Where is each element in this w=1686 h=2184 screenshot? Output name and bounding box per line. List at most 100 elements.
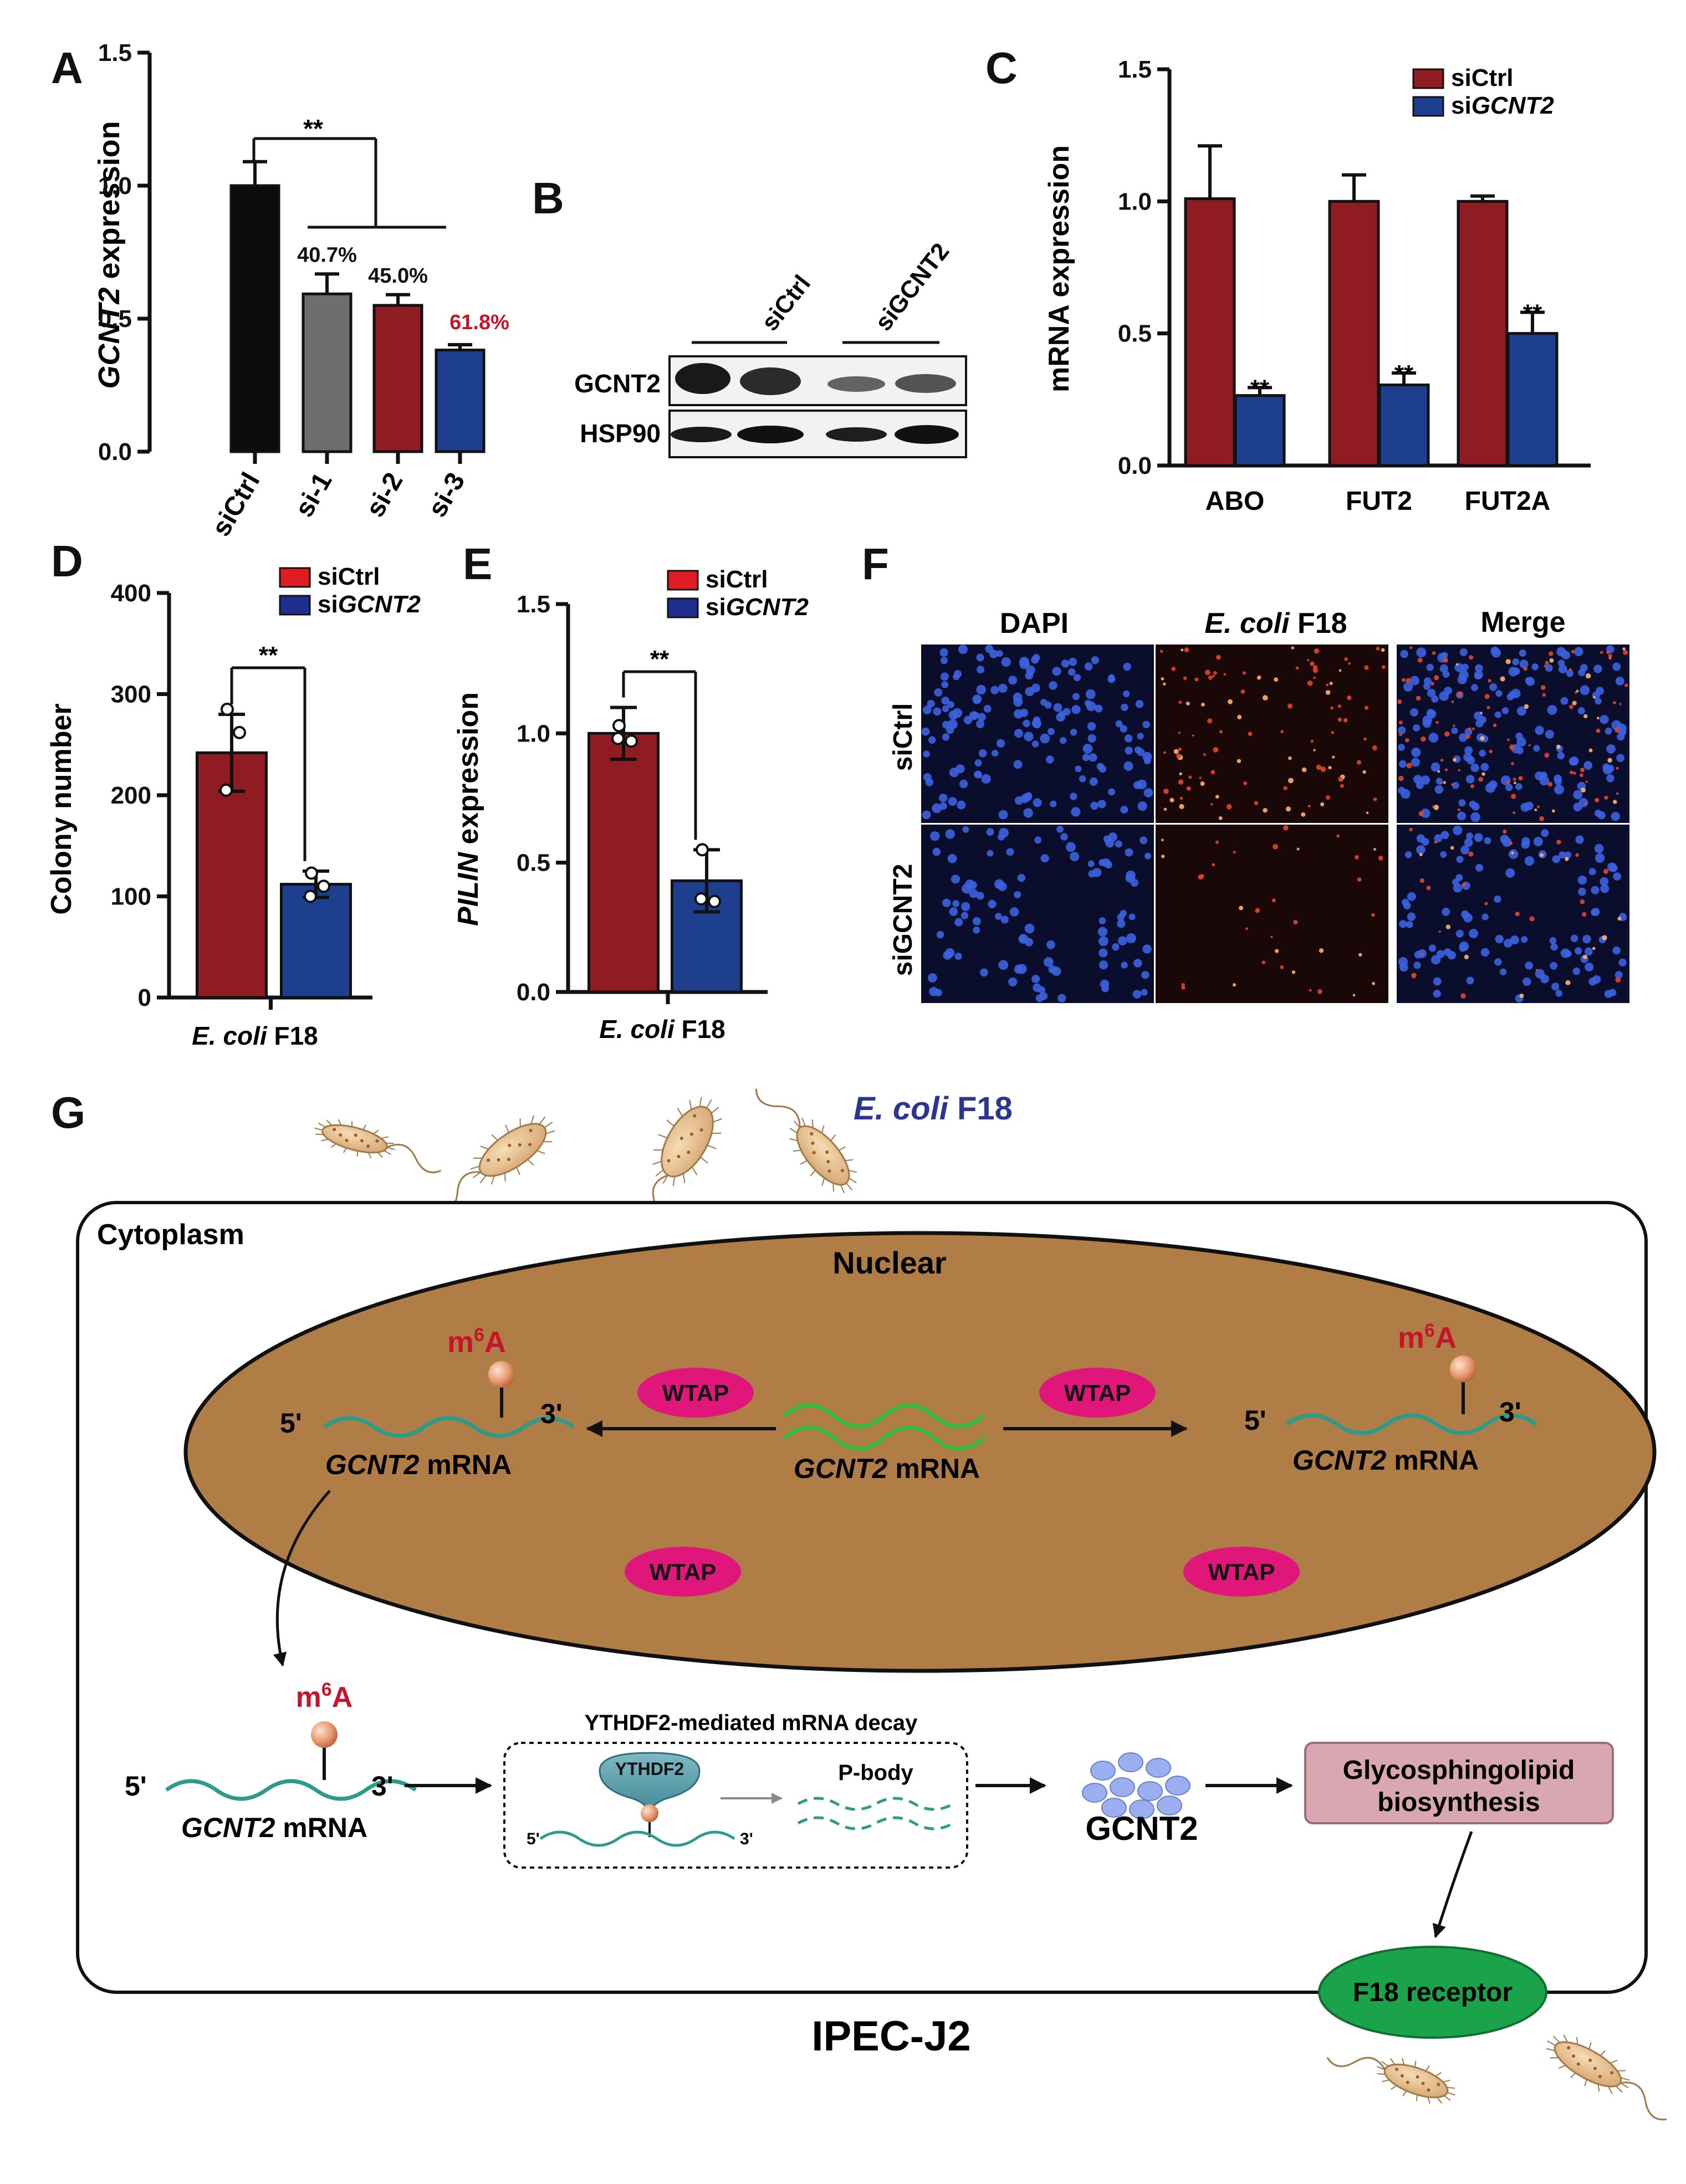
nucleus-dot	[1070, 729, 1077, 736]
y-tick-label: 0.5	[1118, 320, 1152, 347]
pilus	[381, 1136, 389, 1139]
svg-text:GCNT2 mRNA: GCNT2 mRNA	[1292, 1445, 1479, 1476]
bacteria-dot	[1313, 749, 1316, 751]
nucleus-dot	[1594, 843, 1604, 853]
bacteria-dot	[1582, 912, 1587, 917]
bacteria-dot	[1416, 695, 1421, 701]
nucleus-dot	[1612, 662, 1621, 671]
nucleus-dot	[1125, 746, 1133, 755]
blot-row-hsp90: HSP90	[580, 419, 661, 448]
bacteria-dot	[1511, 794, 1516, 799]
nucleus-dot	[1594, 809, 1602, 817]
bacteria-dot	[1301, 767, 1307, 773]
bacteria-dot	[1432, 651, 1436, 655]
bacteria-dot	[1228, 699, 1233, 704]
bacteria-dot	[1460, 993, 1466, 999]
bar	[280, 883, 352, 999]
y-tick-label: 100	[111, 883, 151, 911]
nucleus-dot	[1464, 746, 1473, 755]
bacteria-dot	[1572, 700, 1577, 705]
nucleus-dot	[1469, 929, 1478, 938]
nucleus-dot	[942, 720, 951, 729]
nucleus-dot	[1470, 763, 1479, 773]
nucleus-dot	[1013, 760, 1023, 769]
nucleus-dot	[1561, 651, 1571, 659]
nucleus-dot	[934, 989, 942, 996]
wtap-oval: WTAP	[1183, 1547, 1300, 1597]
bacteria-dot	[1237, 759, 1241, 764]
bacterium-body	[1554, 2041, 1622, 2088]
protein-dot	[1129, 1799, 1154, 1819]
chart-d-ylabel: Colony number	[45, 703, 78, 914]
bacteria-dot	[1544, 664, 1547, 667]
nucleus-dot	[1575, 835, 1584, 844]
bacteria-dot	[1275, 949, 1279, 953]
micrograph-cells	[1398, 825, 1627, 1003]
nucleus-dot	[1014, 729, 1023, 738]
nucleus-dot	[1089, 753, 1097, 762]
pilus	[1425, 2065, 1430, 2072]
bacteria-dot	[1409, 646, 1413, 649]
bacteria-dot	[1340, 778, 1343, 782]
bar	[1457, 200, 1509, 467]
nucleus-dot	[1085, 689, 1096, 699]
bacteria-dot	[1223, 673, 1227, 676]
y-tick-label: 0	[138, 984, 151, 1011]
nucleus-dot	[1423, 683, 1430, 690]
nucleus-dot	[1411, 758, 1421, 767]
pbody-label: P-body	[838, 1761, 913, 1785]
chart-d-xlabel: E. coli F18	[192, 1021, 318, 1050]
pilus	[846, 1183, 853, 1190]
bacteria-dot	[1426, 886, 1431, 891]
nucleus-dot	[954, 918, 963, 927]
x-tick-label: si-2	[360, 468, 408, 522]
nucleus-dot	[981, 774, 991, 784]
pilus	[658, 1134, 668, 1139]
bacteria-dot	[1245, 927, 1248, 930]
nucleus-dot	[974, 759, 982, 767]
nucleus-dot	[1494, 711, 1501, 718]
bacteria-dot	[1358, 953, 1362, 957]
nucleus-dot	[1521, 837, 1530, 846]
bacteria-dot	[1585, 802, 1588, 805]
nucleus-dot	[1455, 929, 1464, 938]
pilus	[1607, 2086, 1613, 2094]
bacteria-dot	[1515, 912, 1520, 917]
bacteria-dot	[1316, 764, 1322, 770]
nucleus-dot	[1120, 806, 1128, 814]
significance-stars: **	[303, 114, 323, 143]
chart-c-ylabel: mRNA expression	[1043, 145, 1075, 392]
bacteria-dot	[1437, 770, 1440, 773]
bacteria-dot	[1366, 811, 1369, 815]
f18-receptor-label: F18 receptor	[1353, 1978, 1513, 2007]
ythdf2-complex: YTHDF2 5' 3'	[527, 1752, 753, 1848]
nucleus-dot	[1056, 825, 1064, 833]
nucleus-dot	[1474, 833, 1483, 842]
bacteria-dot	[1588, 748, 1593, 753]
bacterium-spot	[826, 1160, 830, 1164]
bacteria-dot	[1255, 908, 1260, 913]
nucleus-dot	[987, 850, 994, 857]
nucleus-dot	[1143, 757, 1151, 765]
bacteria-dot	[1233, 851, 1236, 854]
nucleus-dot	[1423, 719, 1432, 728]
nucleus-dot	[972, 917, 981, 925]
nucleus-dot	[1506, 693, 1514, 700]
nucleus-dot	[973, 926, 980, 934]
nucleus-dot	[1480, 948, 1490, 957]
micrograph-cells	[1397, 645, 1628, 822]
bacteria-dot	[1326, 795, 1330, 800]
nucleus-dot	[1082, 744, 1093, 754]
y-tick-label: 1.5	[1118, 56, 1152, 83]
y-tick-label: 1.0	[98, 172, 132, 200]
nucleus-dot	[1440, 831, 1449, 840]
bacteria-dot	[1569, 668, 1572, 672]
mechanism-diagram: E. coli F18 Cytoplasm Nuclear GCNT2 mRNA…	[76, 1088, 1667, 2121]
nucleus-dot	[996, 739, 1005, 748]
bacterium-spot	[360, 1139, 364, 1143]
bacteria-dot	[1178, 700, 1182, 704]
wtap-oval: WTAP	[1039, 1368, 1156, 1418]
bacterium-body	[478, 1123, 547, 1177]
data-point	[219, 783, 233, 797]
bacteria-dot	[1406, 763, 1412, 769]
